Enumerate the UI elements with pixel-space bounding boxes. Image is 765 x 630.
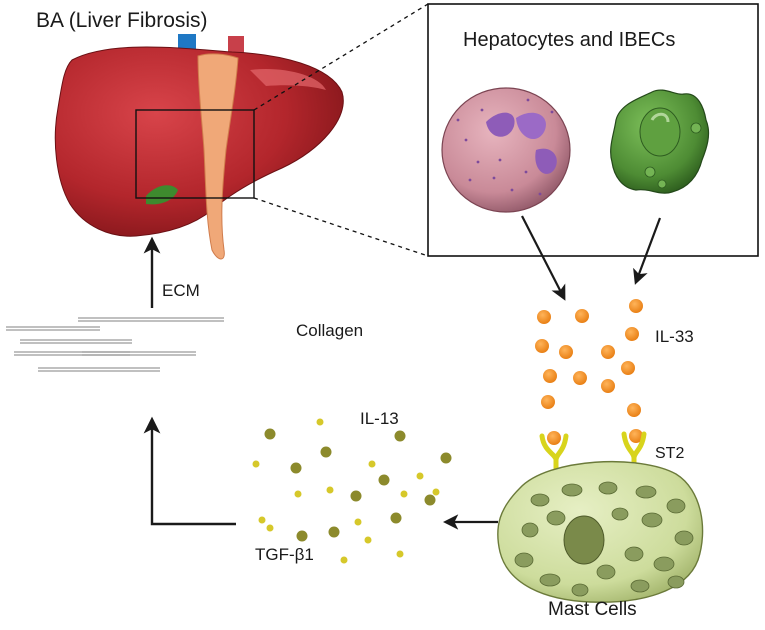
gallbladder xyxy=(146,185,178,205)
il13-label: IL-13 xyxy=(360,409,399,428)
st2-label: ST2 xyxy=(655,445,685,462)
zoom-line-top xyxy=(253,3,429,111)
inset-title: Hepatocytes and IBECs xyxy=(463,29,676,51)
ibec-nucleus xyxy=(639,107,681,157)
arrow-hepatocyte-to-il33 xyxy=(521,215,566,301)
hepatocyte-granules xyxy=(456,98,554,196)
hepatocyte-nucleus-2 xyxy=(516,112,546,140)
zoom-line-bottom xyxy=(253,197,429,257)
diagram-title: BA (Liver Fibrosis) xyxy=(36,9,208,32)
collagen-fibers xyxy=(6,317,224,372)
bile-duct xyxy=(197,53,239,260)
arrow-ibec-to-il33 xyxy=(633,217,662,285)
liver-highlight xyxy=(250,68,326,90)
st2-receptors xyxy=(539,431,647,481)
ibec-cell xyxy=(610,89,710,194)
mast-cell-granules xyxy=(514,481,694,597)
il33-label: IL-33 xyxy=(655,327,694,346)
hepatocyte-nucleus-3 xyxy=(535,148,557,174)
tgf-label: TGF-β1 xyxy=(255,545,314,564)
hepatocyte-nucleus-1 xyxy=(486,112,515,137)
hepatocyte-cell xyxy=(441,87,571,213)
il13-dots xyxy=(264,428,452,542)
mast-cell xyxy=(497,460,704,603)
arrow-cytokines-to-collagen xyxy=(143,416,236,526)
liver-illustration xyxy=(54,34,344,260)
collagen-label: Collagen xyxy=(296,321,364,340)
mast-cells-label: Mast Cells xyxy=(548,599,637,620)
mast-cell-nucleus xyxy=(563,515,605,565)
il33-dots xyxy=(535,299,643,445)
zoom-region-box xyxy=(135,109,255,199)
ecm-label: ECM xyxy=(162,281,200,300)
tgf-dots xyxy=(252,418,440,564)
